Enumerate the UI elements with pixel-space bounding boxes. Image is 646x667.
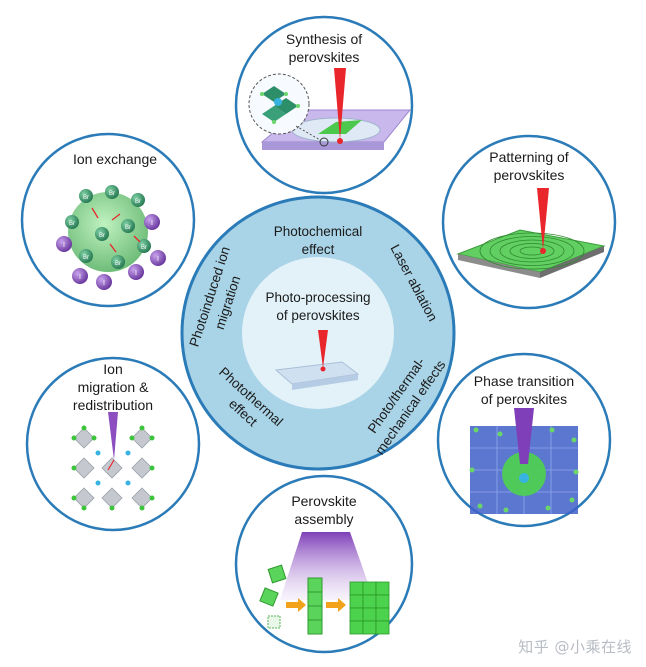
panel-synthesis: Synthesis of perovskites <box>234 15 414 195</box>
assembly-arrow-2-icon <box>326 598 346 612</box>
svg-text:Br: Br <box>141 245 147 251</box>
svg-text:Br: Br <box>99 233 105 239</box>
ion-migration-beam-icon <box>108 412 118 460</box>
synthesis-lattice-icon <box>260 86 300 124</box>
svg-text:I: I <box>79 274 81 281</box>
svg-text:Br: Br <box>115 261 121 267</box>
svg-text:I: I <box>157 256 159 263</box>
assembly-title-line1: Perovskite <box>291 493 357 509</box>
svg-text:I: I <box>103 280 105 287</box>
synthesis-title-line2: perovskites <box>289 49 360 65</box>
svg-text:Br: Br <box>135 199 141 205</box>
assembly-small-cubes-icon <box>259 564 287 629</box>
phase-title-line1: Phase transition <box>474 373 574 389</box>
laser-spot <box>320 366 326 372</box>
svg-text:I: I <box>135 270 137 277</box>
center-title-line2: of perovskites <box>276 308 360 323</box>
patterning-substrate-side <box>540 246 604 278</box>
i-ion-icon: I I I I I I <box>56 214 166 290</box>
panel-patterning: Patterning of perovskites <box>441 134 617 310</box>
phase-anions <box>469 427 579 513</box>
patterning-rings-icon <box>479 232 585 270</box>
phase-beam-icon <box>514 408 534 464</box>
synthesis-zoom-leader <box>295 125 321 141</box>
synthesis-laser-icon <box>334 68 346 140</box>
assembly-block-icon <box>349 581 390 635</box>
svg-text:I: I <box>151 220 153 227</box>
synthesis-laser-spot <box>337 138 343 144</box>
patterning-laser-icon <box>537 188 549 250</box>
synthesis-title-line1: Synthesis of <box>286 31 362 47</box>
ion-exchange-arrows-icon <box>91 207 141 253</box>
br-ion-icon: Br Br Br Br Br Br Br Br Br <box>65 185 151 269</box>
panel-ion-exchange: Ion exchange Br Br Br Br Br Br Br Br Br … <box>20 132 196 308</box>
patterning-laser-spot <box>540 248 546 254</box>
phase-title-line2: of perovskites <box>481 391 567 407</box>
ion-migration-title-line1: Ion <box>103 361 122 377</box>
ion-migration-cations <box>95 450 131 486</box>
svg-text:Br: Br <box>125 225 131 231</box>
panel-phase-transition: Phase transition of perovskites <box>436 352 612 528</box>
patterning-title-line1: Patterning of <box>489 149 568 165</box>
watermark: 知乎 @小乘在线 <box>518 638 632 656</box>
center-substrate-edge <box>292 374 358 390</box>
assembly-arrow-1-icon <box>286 598 306 612</box>
effect-photochemical-line2: effect <box>302 242 335 257</box>
effect-photochemical-line1: Photochemical <box>274 224 363 239</box>
center-inner-disc <box>242 257 394 409</box>
patterning-title-line2: perovskites <box>494 167 565 183</box>
ion-exchange-title: Ion exchange <box>73 151 157 167</box>
svg-text:I: I <box>63 242 65 249</box>
phase-cation <box>519 473 529 483</box>
panel-assembly: Perovskite assembly <box>234 474 414 654</box>
laser-beam-icon <box>318 330 328 368</box>
patterning-substrate-edge <box>458 254 540 278</box>
center-hub: Photo-processing of perovskites Photoche… <box>180 195 456 471</box>
panel-ion-migration: Ion migration & redistribution <box>25 356 201 532</box>
svg-text:Br: Br <box>109 191 115 197</box>
svg-text:Br: Br <box>69 221 75 227</box>
ion-migration-arrow <box>107 459 115 471</box>
assembly-column-icon <box>307 577 323 635</box>
assembly-title-line2: assembly <box>294 511 353 527</box>
svg-text:Br: Br <box>83 255 89 261</box>
center-title-line1: Photo-processing <box>265 290 370 305</box>
svg-text:Br: Br <box>83 195 89 201</box>
synthesis-zoom-marker <box>319 137 329 147</box>
ion-migration-title-line2: migration & <box>78 379 149 395</box>
ion-migration-anions <box>71 425 155 511</box>
ion-migration-title-line3: redistribution <box>73 397 153 413</box>
